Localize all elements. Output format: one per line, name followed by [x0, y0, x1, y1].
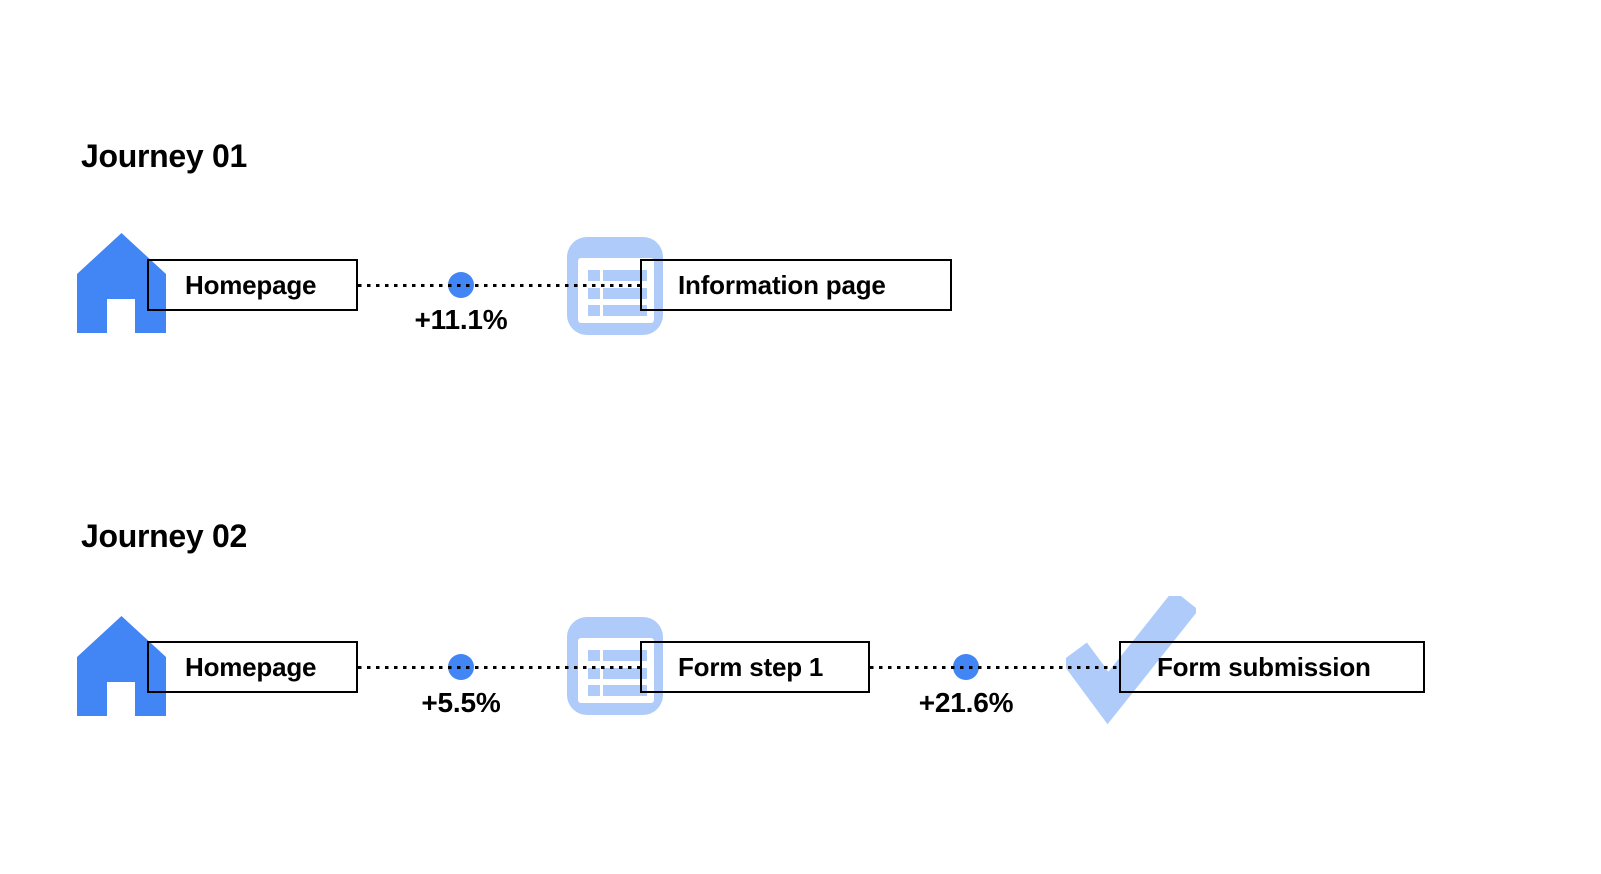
- transition-value: +21.6%: [918, 687, 1014, 718]
- transition-value: +11.1%: [414, 304, 508, 335]
- step-label-information-page: Information page: [640, 259, 952, 311]
- dotted-connector-line: [870, 666, 1119, 669]
- step-label-text: Homepage: [185, 269, 317, 300]
- step-label-text: Homepage: [185, 651, 317, 682]
- journey-02-title: Journey 02: [81, 518, 247, 554]
- dotted-connector-line: [358, 666, 640, 669]
- journey-01-title: Journey 01: [81, 138, 247, 174]
- step-label-text: Information page: [678, 269, 886, 300]
- home-icon: [77, 616, 166, 716]
- dotted-connector-line: [358, 284, 640, 287]
- step-label-form-submission: Form submission: [1119, 641, 1425, 693]
- home-icon: [77, 233, 166, 333]
- transition-value: +5.5%: [421, 687, 501, 718]
- step-label-homepage: Homepage: [147, 259, 358, 311]
- step-label-form-step-1: Form step 1: [640, 641, 870, 693]
- step-label-homepage: Homepage: [147, 641, 358, 693]
- step-label-text: Form step 1: [678, 651, 824, 682]
- step-label-text: Form submission: [1157, 651, 1371, 682]
